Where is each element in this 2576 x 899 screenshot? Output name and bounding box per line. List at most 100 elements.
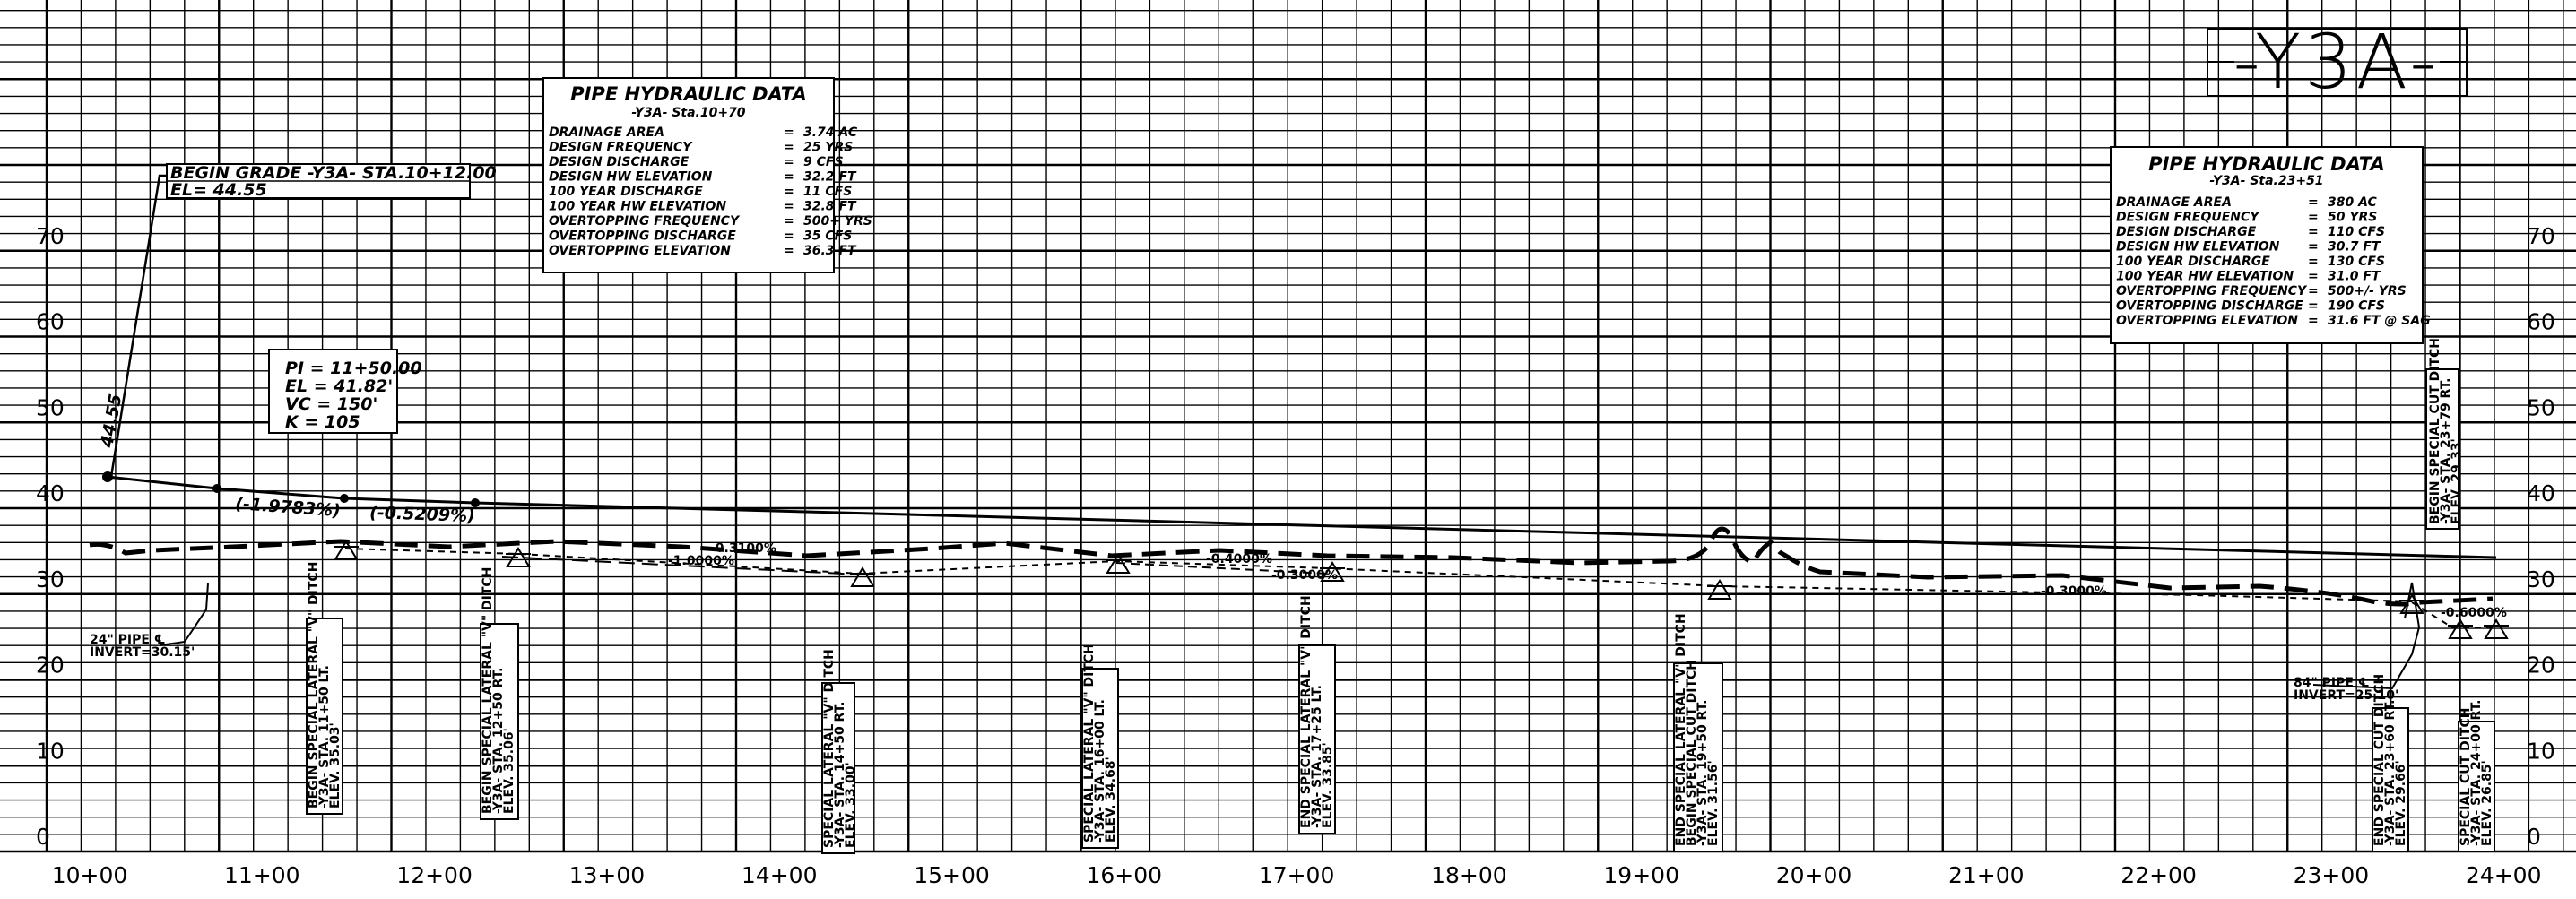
ditch-note-box xyxy=(1673,662,1723,852)
pvi-box: PI = 11+50.00 EL = 41.82' VC = 150' K = … xyxy=(268,349,422,434)
ditch-note-line: -Y3A- STA. 11+50 LT. xyxy=(317,665,332,808)
elevation-label-right: 10 xyxy=(2527,738,2555,764)
pipe-data-row-label: DESIGN DISCHARGE xyxy=(549,155,690,169)
pipe-data-row-label: 100 YEAR DISCHARGE xyxy=(2116,255,2270,269)
elevation-label-right: 30 xyxy=(2527,566,2555,592)
pipe-data-row-value: 3.74 AC xyxy=(803,125,858,140)
pipe-data-row-label: 100 YEAR HW ELEVATION xyxy=(549,200,726,214)
pipe-data-row-eq: = xyxy=(2308,255,2319,269)
pipe-data-row-eq: = xyxy=(784,229,794,244)
pipe-data-row-value: 30.7 FT xyxy=(2328,240,2381,255)
ditch-note-line: END SPECIAL CUT DITCH xyxy=(2372,674,2387,846)
elevation-label-right: 0 xyxy=(2527,824,2541,850)
ditch-note-box xyxy=(821,682,855,854)
sheet-id-box: -Y3A- xyxy=(2207,18,2468,106)
elevation-label-left: 30 xyxy=(36,566,65,592)
ditch-note-line: BEGIN SPECIAL LATERAL "V" DITCH xyxy=(307,562,321,808)
pipe-data-row-value: 35 CFS xyxy=(803,229,852,244)
pipe-data-row-label: OVERTOPPING DISCHARGE xyxy=(2116,299,2303,314)
ditch-marker-triangle xyxy=(506,547,531,567)
ditch-note-line: -Y3A- STA. 23+60 RT. xyxy=(2383,700,2398,846)
ditch-note-line: -Y3A- STA. 19+50 RT. xyxy=(1696,700,1710,846)
pipe-data-left-subtitle: -Y3A- Sta.10+70 xyxy=(631,106,745,120)
pipe-data-left: PIPE HYDRAULIC DATA -Y3A- Sta.10+70 DRAI… xyxy=(542,77,872,273)
ditch-grade-1: -0.3100% xyxy=(710,541,776,556)
pipe-data-row-value: 110 CFS xyxy=(2328,225,2385,239)
pipe-data-row-label: DESIGN FREQUENCY xyxy=(2116,211,2260,225)
pipe-right-line2: INVERT=25.10' xyxy=(2294,688,2398,703)
elevation-label-left: 50 xyxy=(36,394,65,420)
ditch-note-box xyxy=(1081,668,1119,849)
station-label: 14+00 xyxy=(742,862,818,888)
pipe-data-row-eq: = xyxy=(784,185,794,199)
station-label: 22+00 xyxy=(2121,862,2197,888)
pipe-data-row-eq: = xyxy=(2308,240,2319,255)
pipe-data-row-label: DESIGN DISCHARGE xyxy=(2116,225,2257,239)
ditch-grade-6: -0.6000% xyxy=(2441,606,2507,620)
station-label: 15+00 xyxy=(914,862,990,888)
pipe-data-row-value: 25 YRS xyxy=(803,141,853,155)
elevation-label-right: 60 xyxy=(2527,309,2555,335)
pipe-data-row-value: 31.0 FT xyxy=(2328,270,2381,284)
pipe-data-row-label: 100 YEAR HW ELEVATION xyxy=(2116,270,2294,284)
pvi-pi: PI = 11+50.00 xyxy=(285,359,422,378)
cut-ditch-top-note: BEGIN SPECIAL CUT DITCH -Y3A- STA. 23+79… xyxy=(2425,338,2464,530)
ditch-marker-triangle xyxy=(1320,561,1345,582)
pipe-data-row-value: 500+/- YRS xyxy=(2328,284,2407,298)
station-label: 18+00 xyxy=(1431,862,1507,888)
elevation-label-right: 20 xyxy=(2527,653,2555,679)
pipe-left-line2: INVERT=30.15' xyxy=(90,645,195,660)
pipe-data-row-label: OVERTOPPING FREQUENCY xyxy=(549,214,741,229)
ditch-note-box xyxy=(2372,707,2409,852)
ditch-note-line: ELEV. 35.03' xyxy=(328,722,343,808)
pipe-data-row-value: 32.8 FT xyxy=(803,200,857,214)
pipe-data-row-eq: = xyxy=(2308,314,2319,328)
pipe-data-row-value: 31.6 FT @ SAG xyxy=(2328,314,2431,328)
elevation-labels-right: 0 10 20 30 40 50 60 70 xyxy=(2527,223,2555,850)
ditch-note-line: SPECIAL LATERAL "V" DITCH xyxy=(1082,644,1097,843)
ditch-note: BEGIN SPECIAL LATERAL "V" DITCH-Y3A- STA… xyxy=(480,567,519,820)
cut-ditch-top-l1: BEGIN SPECIAL CUT DITCH xyxy=(2428,338,2442,524)
pipe-data-right-title: PIPE HYDRAULIC DATA xyxy=(2148,153,2385,175)
station-label: 16+00 xyxy=(1087,862,1163,888)
ditch-note-line: BEGIN SPECIAL CUT DITCH xyxy=(1685,660,1699,846)
ditch-note-line: BEGIN SPECIAL LATERAL "V" DITCH xyxy=(481,567,495,814)
ditch-note: SPECIAL LATERAL "V" DITCH-Y3A- STA. 14+5… xyxy=(821,649,858,854)
pipe-data-row-label: DESIGN HW ELEVATION xyxy=(2116,240,2280,255)
ditch-note-line: ELEV. 34.68' xyxy=(1104,756,1118,843)
pipe-data-row-label: DRAINAGE AREA xyxy=(549,125,664,140)
ditch-note-line: SPECIAL LATERAL "V" DITCH xyxy=(822,649,837,848)
pipe-data-row-eq: = xyxy=(784,125,794,140)
ditch-markers xyxy=(334,540,2509,639)
ditch-profiles xyxy=(159,548,2496,690)
cut-ditch-top-l2: -Y3A- STA. 23+79 RT. xyxy=(2439,378,2453,524)
elevation-label-left: 10 xyxy=(36,738,65,764)
pipe-data-row-eq: = xyxy=(2308,270,2319,284)
elevation-label-right: 40 xyxy=(2527,480,2555,506)
ditch-note-line: -Y3A- STA. 24+00 RT. xyxy=(2469,700,2484,846)
pipe-data-row-value: 500+ YRS xyxy=(803,214,872,229)
ditch-marker-triangle xyxy=(1707,579,1732,600)
elevation-label-left: 0 xyxy=(36,824,50,850)
pipe-data-row-label: DESIGN FREQUENCY xyxy=(549,141,693,155)
station-label: 11+00 xyxy=(224,862,300,888)
ditch-grade-4: -0.3000% xyxy=(1271,568,1338,583)
ditch-note-line: END SPECIAL LATERAL "V" DITCH xyxy=(1299,595,1314,828)
elevation-label-left: 60 xyxy=(36,309,65,335)
pipe-data-row-eq: = xyxy=(784,244,794,258)
sheet-id-text: -Y3A- xyxy=(2233,18,2440,106)
station-label: 10+00 xyxy=(52,862,128,888)
pipe-data-row-label: DRAINAGE AREA xyxy=(2116,195,2232,210)
station-label: 21+00 xyxy=(1948,862,2025,888)
station-label: 23+00 xyxy=(2294,862,2370,888)
pipe-data-row-value: 36.3 FT xyxy=(803,244,857,258)
pvi-k: K = 105 xyxy=(285,412,360,432)
pipe-data-right-subtitle: -Y3A- Sta.23+51 xyxy=(2209,174,2323,188)
elevation-label-right: 70 xyxy=(2527,223,2555,249)
station-label: 17+00 xyxy=(1259,862,1335,888)
elevation-label-right: 50 xyxy=(2527,394,2555,420)
